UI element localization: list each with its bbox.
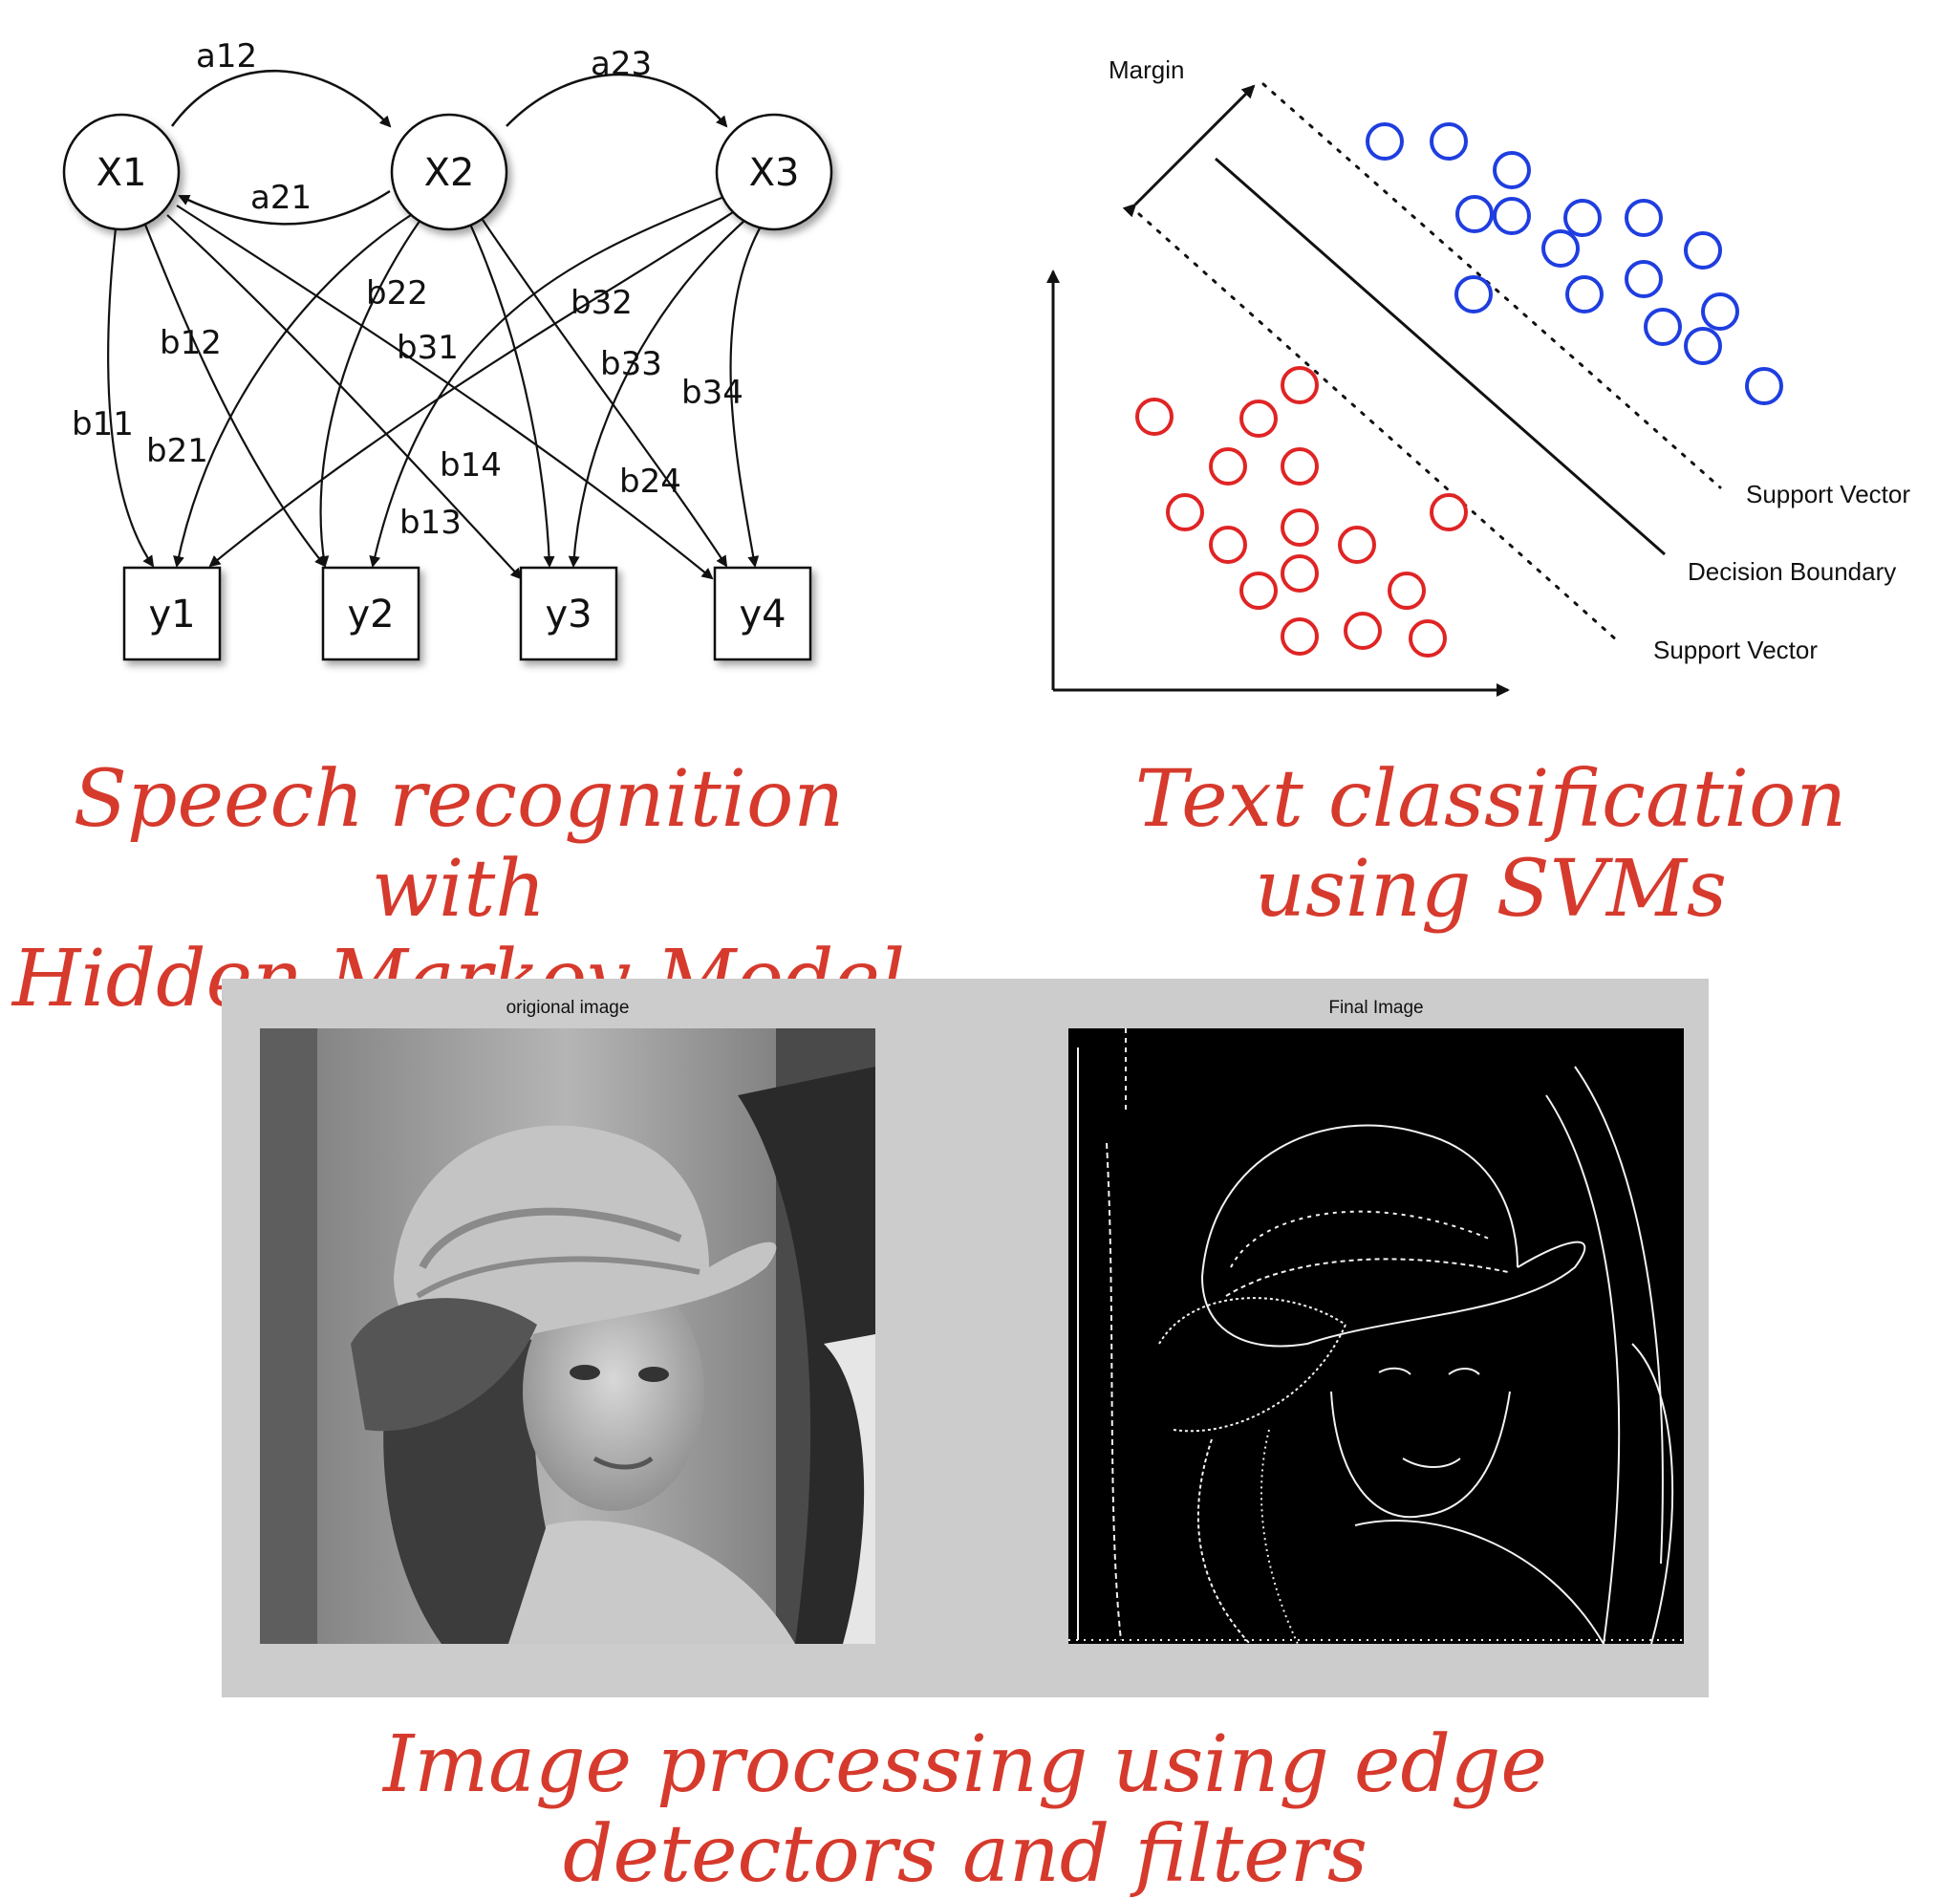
original-image-title: origional image: [506, 998, 630, 1018]
label-a12: a12: [196, 37, 257, 76]
label-b33: b33: [600, 345, 662, 383]
state-node-x1: [62, 113, 181, 231]
svm-point-red: [1239, 399, 1278, 438]
svm-point-blue: [1455, 195, 1494, 233]
svm-point-red: [1209, 447, 1247, 486]
svm-point-red: [1338, 526, 1376, 564]
original-image: [260, 1028, 875, 1644]
obs-node-y1: [122, 566, 222, 661]
svm-point-blue: [1625, 260, 1663, 298]
svm-point-red: [1209, 526, 1247, 564]
svm-point-blue: [1701, 292, 1739, 331]
edge-b33: [568, 219, 746, 568]
hmm-diagram: X1 X2 X3 y1 y2 y3 y4 a12 a21 a23 b11 b12…: [0, 0, 975, 707]
svm-point-red: [1281, 447, 1319, 486]
svm-point-red: [1344, 612, 1382, 650]
state-label-x1: X1: [97, 151, 147, 195]
label-a23: a23: [591, 45, 652, 83]
obs-node-y3: [519, 566, 618, 661]
obs-label-y2: y2: [347, 593, 394, 637]
label-b31: b31: [397, 329, 459, 367]
edge-b23: [466, 219, 555, 568]
svm-point-red: [1281, 366, 1319, 404]
caption-svm-line2: using SVMs: [1255, 844, 1727, 935]
obs-label-y4: y4: [739, 593, 786, 637]
svm-point-blue: [1684, 327, 1722, 365]
label-b34: b34: [681, 374, 743, 412]
label-b22: b22: [366, 274, 428, 313]
decision-boundary-line: [1215, 157, 1666, 556]
caption-svm: Text classification using SVMs: [1032, 755, 1949, 935]
label-a21: a21: [250, 179, 312, 217]
edge-b32: [208, 209, 737, 568]
edge-b11: [107, 219, 155, 568]
image-processing-panel: origional image Final Image: [222, 979, 1709, 1697]
svm-point-blue: [1563, 199, 1602, 237]
svm-point-red: [1281, 554, 1319, 593]
svm-point-red: [1166, 493, 1204, 531]
obs-label-y3: y3: [545, 593, 592, 637]
caption-img-line1: Image processing using edge: [383, 1719, 1547, 1810]
svm-point-red: [1281, 508, 1319, 547]
state-node-x3: [715, 113, 833, 231]
svm-point-red: [1430, 493, 1468, 531]
edge-b12: [141, 219, 327, 568]
margin-label: Margin: [1109, 55, 1184, 84]
svm-diagram: Margin Support Vector Decision Boundary …: [1013, 29, 1930, 707]
edge-b31: [369, 194, 727, 568]
svm-point-red: [1239, 572, 1278, 610]
svm-point-blue: [1430, 122, 1468, 161]
support-vector-line-bottom: [1137, 212, 1619, 642]
svm-point-blue: [1565, 275, 1604, 313]
svm-point-blue: [1366, 122, 1404, 161]
obs-node-y4: [713, 566, 812, 661]
decision-boundary-label: Decision Boundary: [1688, 557, 1896, 586]
edge-a21: [178, 189, 391, 226]
label-b14: b14: [440, 446, 502, 485]
state-node-x2: [390, 113, 508, 231]
label-b12: b12: [160, 324, 222, 362]
edge-b24: [482, 219, 728, 568]
edge-b22: [317, 219, 421, 568]
svm-point-red: [1388, 572, 1426, 610]
svm-point-blue: [1625, 199, 1663, 237]
edge-b13: [166, 214, 523, 580]
caption-hmm-line1: Speech recognition with: [73, 754, 845, 935]
svm-point-red: [1281, 617, 1319, 656]
state-label-x3: X3: [749, 151, 800, 195]
edge-a12: [170, 70, 392, 128]
svm-point-blue: [1493, 151, 1531, 189]
support-vector-label-bottom: Support Vector: [1653, 636, 1818, 664]
state-label-x2: X2: [424, 151, 475, 195]
edge-b21: [173, 214, 412, 568]
svm-point-red: [1409, 619, 1447, 658]
svm-point-blue: [1684, 231, 1722, 270]
final-image-title: Final Image: [1328, 998, 1424, 1018]
svm-point-blue: [1493, 197, 1531, 235]
label-b13: b13: [399, 504, 462, 542]
obs-label-y1: y1: [148, 593, 195, 637]
label-b32: b32: [571, 284, 633, 322]
label-b24: b24: [619, 463, 681, 501]
caption-img-line2: detectors and filters: [562, 1809, 1368, 1900]
svm-point-blue: [1541, 229, 1580, 268]
svm-point-red: [1135, 398, 1174, 436]
edge-b34: [729, 219, 765, 568]
label-b21: b21: [146, 432, 208, 470]
support-vector-line-top: [1261, 82, 1722, 489]
caption-image-processing: Image processing using edge detectors an…: [220, 1720, 1711, 1900]
svm-point-blue: [1745, 367, 1783, 405]
label-b11: b11: [72, 405, 134, 443]
caption-svm-line1: Text classification: [1134, 754, 1847, 845]
support-vector-label-top: Support Vector: [1746, 480, 1910, 508]
edge-a23: [506, 73, 728, 128]
obs-node-y2: [321, 566, 420, 661]
svm-point-blue: [1454, 275, 1493, 313]
final-image: [1068, 1028, 1684, 1644]
margin-arrow: [1122, 84, 1256, 218]
svm-point-blue: [1644, 308, 1682, 346]
